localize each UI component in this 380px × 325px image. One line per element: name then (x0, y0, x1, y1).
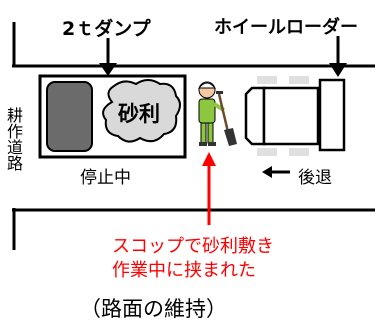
wheel-loader-label: ホイールローダー (214, 17, 358, 38)
loader-wheel-left-top (257, 76, 277, 84)
gravel-pile (102, 79, 181, 143)
caption: （路面の維持） (80, 297, 227, 321)
loader-rear (318, 78, 346, 152)
dump-truck-pointer-arrow (99, 38, 117, 76)
wheel-loader-pointer-arrow (329, 36, 347, 77)
dump-truck-cab (46, 81, 93, 152)
loader-bucket (244, 86, 266, 146)
road-top-edge (12, 22, 375, 68)
dump-truck (38, 74, 187, 159)
road-label: 耕作道路 (2, 107, 23, 171)
shovel-icon (216, 91, 237, 146)
road-label-text: 耕作道路 (4, 107, 23, 171)
loader-wheel-right-bottom (289, 148, 309, 156)
stopped-label: 停止中 (80, 168, 131, 188)
reverse-arrow-icon (262, 166, 290, 178)
wheel-loader (244, 76, 346, 156)
gravel-label: 砂利 (118, 102, 160, 126)
loader-wheel-left-bottom (257, 148, 277, 156)
dump-truck-label: 2ｔダンプ (62, 18, 151, 40)
incident-line-2: 作業中に挟まれた (112, 260, 256, 281)
accident-pointer-arrow (202, 152, 216, 225)
incident-line-1: スコップで砂利敷き (112, 236, 274, 257)
loader-wheel-right-top (289, 76, 309, 84)
loader-body (262, 86, 320, 146)
road-bottom-edge (12, 208, 375, 250)
reverse-label: 後退 (298, 168, 332, 188)
worker-body (198, 98, 216, 124)
worker-figure (197, 81, 226, 146)
